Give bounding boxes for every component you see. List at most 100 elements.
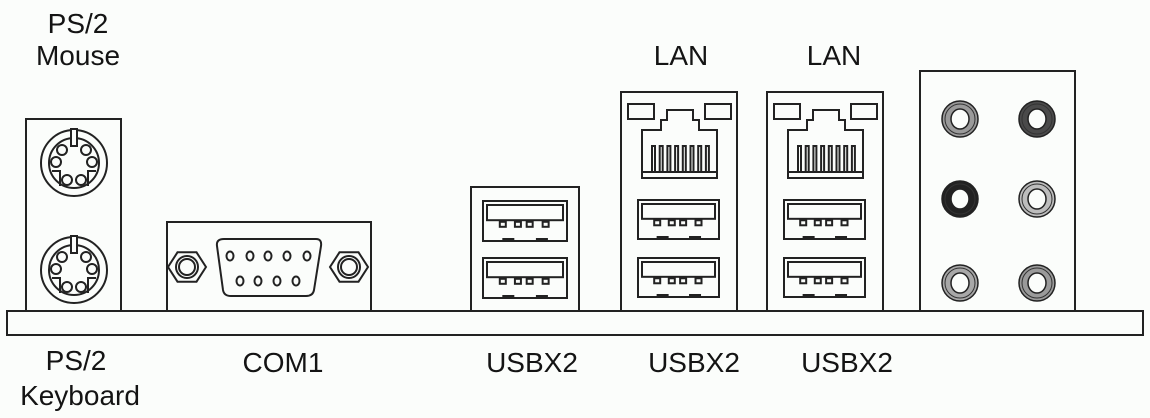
usb-stack-1 [470,186,580,312]
usb-port-outline [637,199,720,240]
ps2-mouse-label-line1: PS/2 [48,8,109,39]
db9-pin [245,250,255,262]
audio-jack-hole [1027,108,1047,130]
usb-contact [513,220,522,228]
audio-jack-inner-ring [1021,183,1053,215]
usb-contact [498,277,507,285]
usb-port-outline [637,257,720,298]
usb-port [783,199,866,240]
audio-jack-hole [1027,272,1047,294]
usb-tongue [486,204,564,222]
audio-jack [1018,100,1056,138]
usb-contact [825,277,834,285]
usb-port-outline [482,257,568,299]
audio-jack-inner-ring [944,103,976,135]
ps2-pin [75,281,87,293]
usb-contact [840,277,849,285]
usb-contact [679,277,688,285]
lan-usb-stack-2 [766,91,884,312]
usb-contact [541,277,550,285]
audio-jack-inner-ring [1021,103,1053,135]
usb-tongue [787,203,862,220]
usb-latch [802,294,815,297]
ps2-port-stack [25,118,122,312]
usb-contact [653,219,662,227]
usb-contact [679,219,688,227]
usb-contact [840,219,849,227]
audio-jack [941,180,979,218]
usb-tongue [486,261,564,279]
ps2-keyboard-label-line1: PS/2 [46,345,107,376]
ps2-pin [56,251,68,263]
db9-pin [282,250,292,262]
ps2-pin [80,144,92,156]
rj45-pin [651,145,656,173]
rj45-pin [658,145,664,173]
db9-pin [235,275,245,287]
usb-port-outline [783,257,866,298]
usb-latch [835,294,848,297]
lan-led-right [704,103,732,120]
hex-standoff-nut [328,251,370,283]
audio-jack-panel [919,70,1076,312]
standoff-ring [337,255,361,279]
usb-latch [689,236,702,239]
lan-led-left [773,103,801,120]
db9-pin [253,275,263,287]
usb-contact [694,219,703,227]
usb-contact [653,277,662,285]
lan-usb-housing [620,91,738,312]
ps2-pin [80,251,92,263]
db9-shell [215,238,323,297]
usb-contact [541,220,550,228]
rj45-pin [666,145,672,173]
ps2-mouse-label-line2: Mouse [36,40,120,71]
standoff-hole [178,258,196,276]
usb-contact [694,277,703,285]
usb-latch [535,295,548,298]
usb-latch [535,238,548,241]
rj45-pin [681,145,687,173]
rj45-pin [835,145,841,173]
usb-latch [835,236,848,239]
ps2-keyboard-label-line2: Keyboard [20,380,140,411]
usb-contact [667,219,676,227]
db9-pin [263,250,273,262]
lan-led-left [627,103,655,120]
rj45-pin [850,145,856,173]
com1-label: COM1 [243,347,324,378]
io-shield-base [6,310,1144,336]
rj45-pin [812,145,818,173]
usb-contact [513,277,522,285]
usb-contact [498,220,507,228]
usb-tongue [787,261,862,278]
usb-port-outline [783,199,866,240]
audio-jack-hole [950,188,970,210]
audio-jack-inner-ring [944,183,976,215]
usb1-label: USBX2 [486,347,578,378]
ps2-pin [56,144,68,156]
usb-port-outline [482,200,568,242]
ps2-pin [50,156,62,168]
audio-jack [1018,180,1056,218]
usb-contact [813,277,822,285]
audio-jack-hole [1027,188,1047,210]
usb3-label: USBX2 [801,347,893,378]
ps2-keyboard-port [40,235,108,304]
usb-port [482,200,568,242]
rj45-pin [804,145,810,173]
usb-latch [502,238,515,241]
db9-pin [302,250,312,262]
rj45-pin [689,145,695,173]
usb-latch [656,236,669,239]
usb-port [783,257,866,298]
audio-jack [941,264,979,302]
rj45-pin [820,145,826,173]
audio-jack [941,100,979,138]
ps2-key-notch [70,235,78,254]
lan-usb-housing [766,91,884,312]
ps2-housing [25,118,122,312]
ps2-pin [86,156,98,168]
ps2-pin [86,263,98,275]
